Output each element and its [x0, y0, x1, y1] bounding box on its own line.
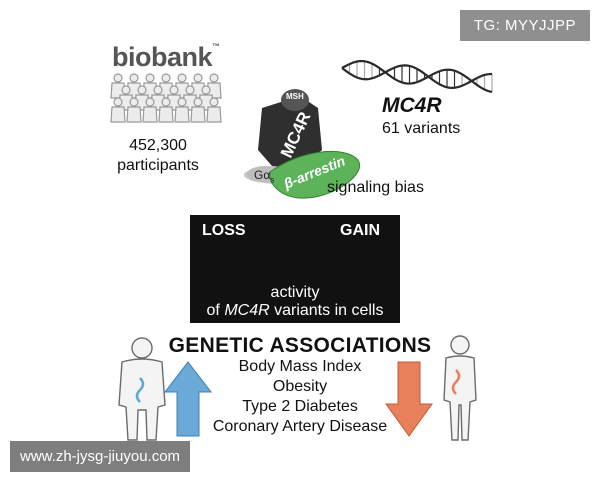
crowd-person-head — [113, 73, 123, 83]
crowd-person-body — [206, 106, 222, 123]
crowd-person-head — [121, 85, 131, 95]
crowd-icon — [110, 73, 222, 123]
crowd-person-head — [209, 73, 219, 83]
association-item: Type 2 Diabetes — [242, 398, 358, 415]
crowd-person-head — [177, 73, 187, 83]
g-alpha-label: Gαs — [254, 168, 275, 185]
crowd-person-body — [190, 106, 206, 123]
crowd-person-head — [169, 85, 179, 95]
biobank-logo: biobank™ — [112, 42, 220, 72]
participant-count: 452,300 — [129, 137, 187, 154]
crowd-person-head — [161, 73, 171, 83]
gain-label: GAIN — [340, 222, 380, 239]
msh-ligand — [281, 89, 309, 111]
crowd-person-head — [145, 97, 155, 107]
crowd-person-body — [110, 106, 126, 123]
association-item: Obesity — [272, 378, 328, 395]
watermark-tag: TG: MYYJJPP — [459, 10, 590, 41]
person-right-icon — [443, 335, 477, 441]
loss-label: LOSS — [202, 222, 246, 239]
receptor-illustration — [244, 89, 361, 199]
crowd-person-body — [126, 106, 142, 123]
crowd-person-body — [158, 106, 174, 123]
crowd-person-head — [113, 97, 123, 107]
url-watermark: www.zh-jysg-jiuyou.com — [10, 441, 191, 472]
crowd-person-head — [185, 85, 195, 95]
arrow-up-icon — [163, 361, 213, 437]
variant-count: 61 variants — [382, 120, 461, 137]
crowd-person-head — [129, 97, 139, 107]
associations-title: GENETIC ASSOCIATIONS — [168, 334, 432, 357]
crowd-person-head — [177, 97, 187, 107]
gene-name: MC4R — [382, 94, 442, 117]
activity-caption: activity of MC4R variants in cells — [206, 284, 384, 319]
crowd-person-head — [129, 73, 139, 83]
dna-strand — [341, 64, 493, 90]
dna-strand — [341, 59, 493, 94]
crowd-person-head — [145, 73, 155, 83]
association-item: Coronary Artery Disease — [212, 418, 388, 435]
crowd-person-head — [153, 85, 163, 95]
association-item: Body Mass Index — [238, 358, 362, 375]
crowd-person-body — [174, 106, 190, 123]
participants-block: 452,300 participants — [108, 136, 208, 176]
crowd-person-head — [137, 85, 147, 95]
person-left-icon — [118, 337, 166, 441]
dna-helix-icon — [341, 59, 493, 94]
gauge-panel — [190, 215, 400, 323]
msh-label: MSH — [286, 92, 304, 101]
crowd-person-head — [201, 85, 211, 95]
crowd-person-head — [161, 97, 171, 107]
signaling-bias-label: signaling bias — [327, 179, 424, 196]
crowd-person-body — [142, 106, 158, 123]
crowd-person-head — [193, 73, 203, 83]
crowd-person-head — [193, 97, 203, 107]
crowd-person-head — [209, 97, 219, 107]
arrow-down-icon — [385, 361, 433, 437]
participant-label: participants — [117, 157, 199, 174]
